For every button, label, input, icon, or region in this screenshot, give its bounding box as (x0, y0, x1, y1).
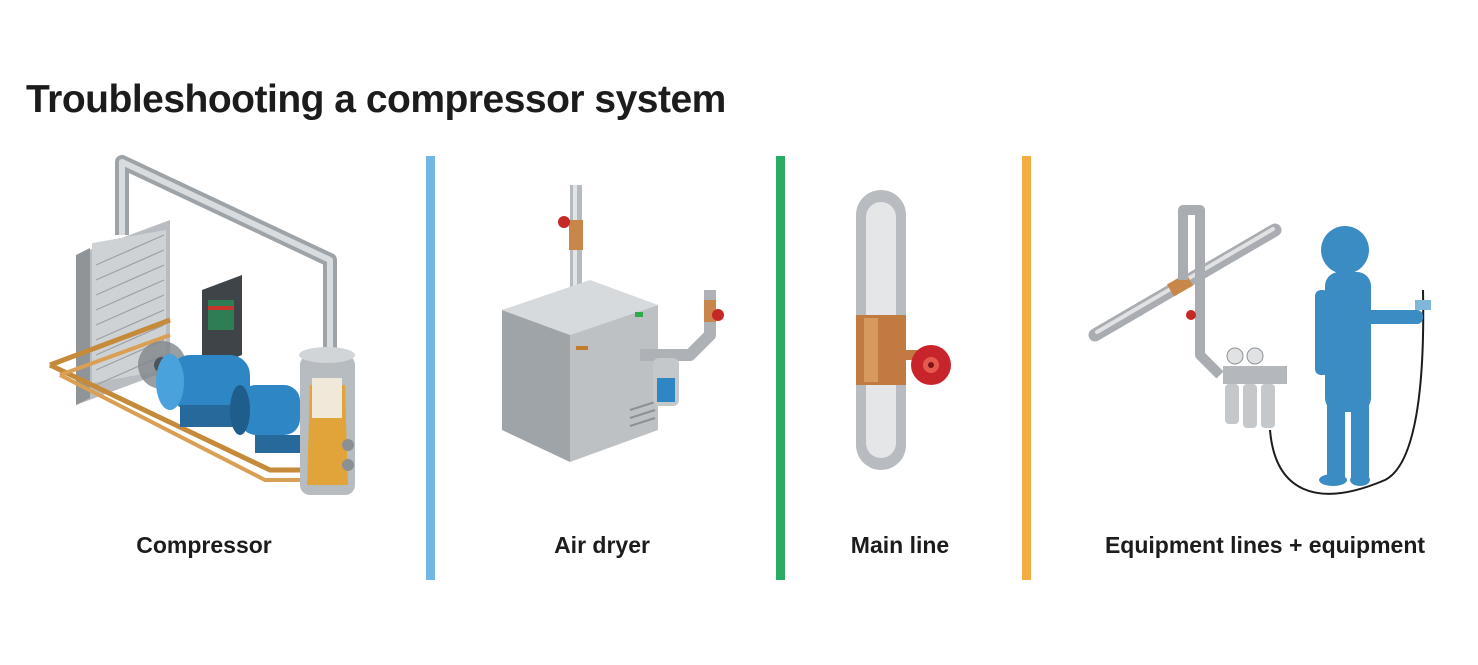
compressor-illustration (30, 140, 410, 540)
section-label-air-dryer: Air dryer (554, 532, 650, 558)
section-label-equipment-lines: Equipment lines + equipment (1104, 532, 1426, 558)
page-title: Troubleshooting a compressor system (26, 78, 726, 121)
air-dryer-icon (502, 185, 724, 462)
section-label-compressor: Compressor (136, 532, 272, 558)
divider-blue (426, 156, 435, 580)
equipment-lines-illustration (1085, 140, 1445, 540)
section-label-main-line: Main line (850, 532, 950, 558)
divider-green (776, 156, 785, 580)
equipment-lines-icon (1088, 205, 1431, 495)
divider-orange (1022, 156, 1031, 580)
compressor-icon (48, 155, 355, 495)
main-line-icon (856, 190, 951, 470)
main-line-illustration (836, 140, 976, 540)
air-dryer-illustration (490, 140, 740, 540)
